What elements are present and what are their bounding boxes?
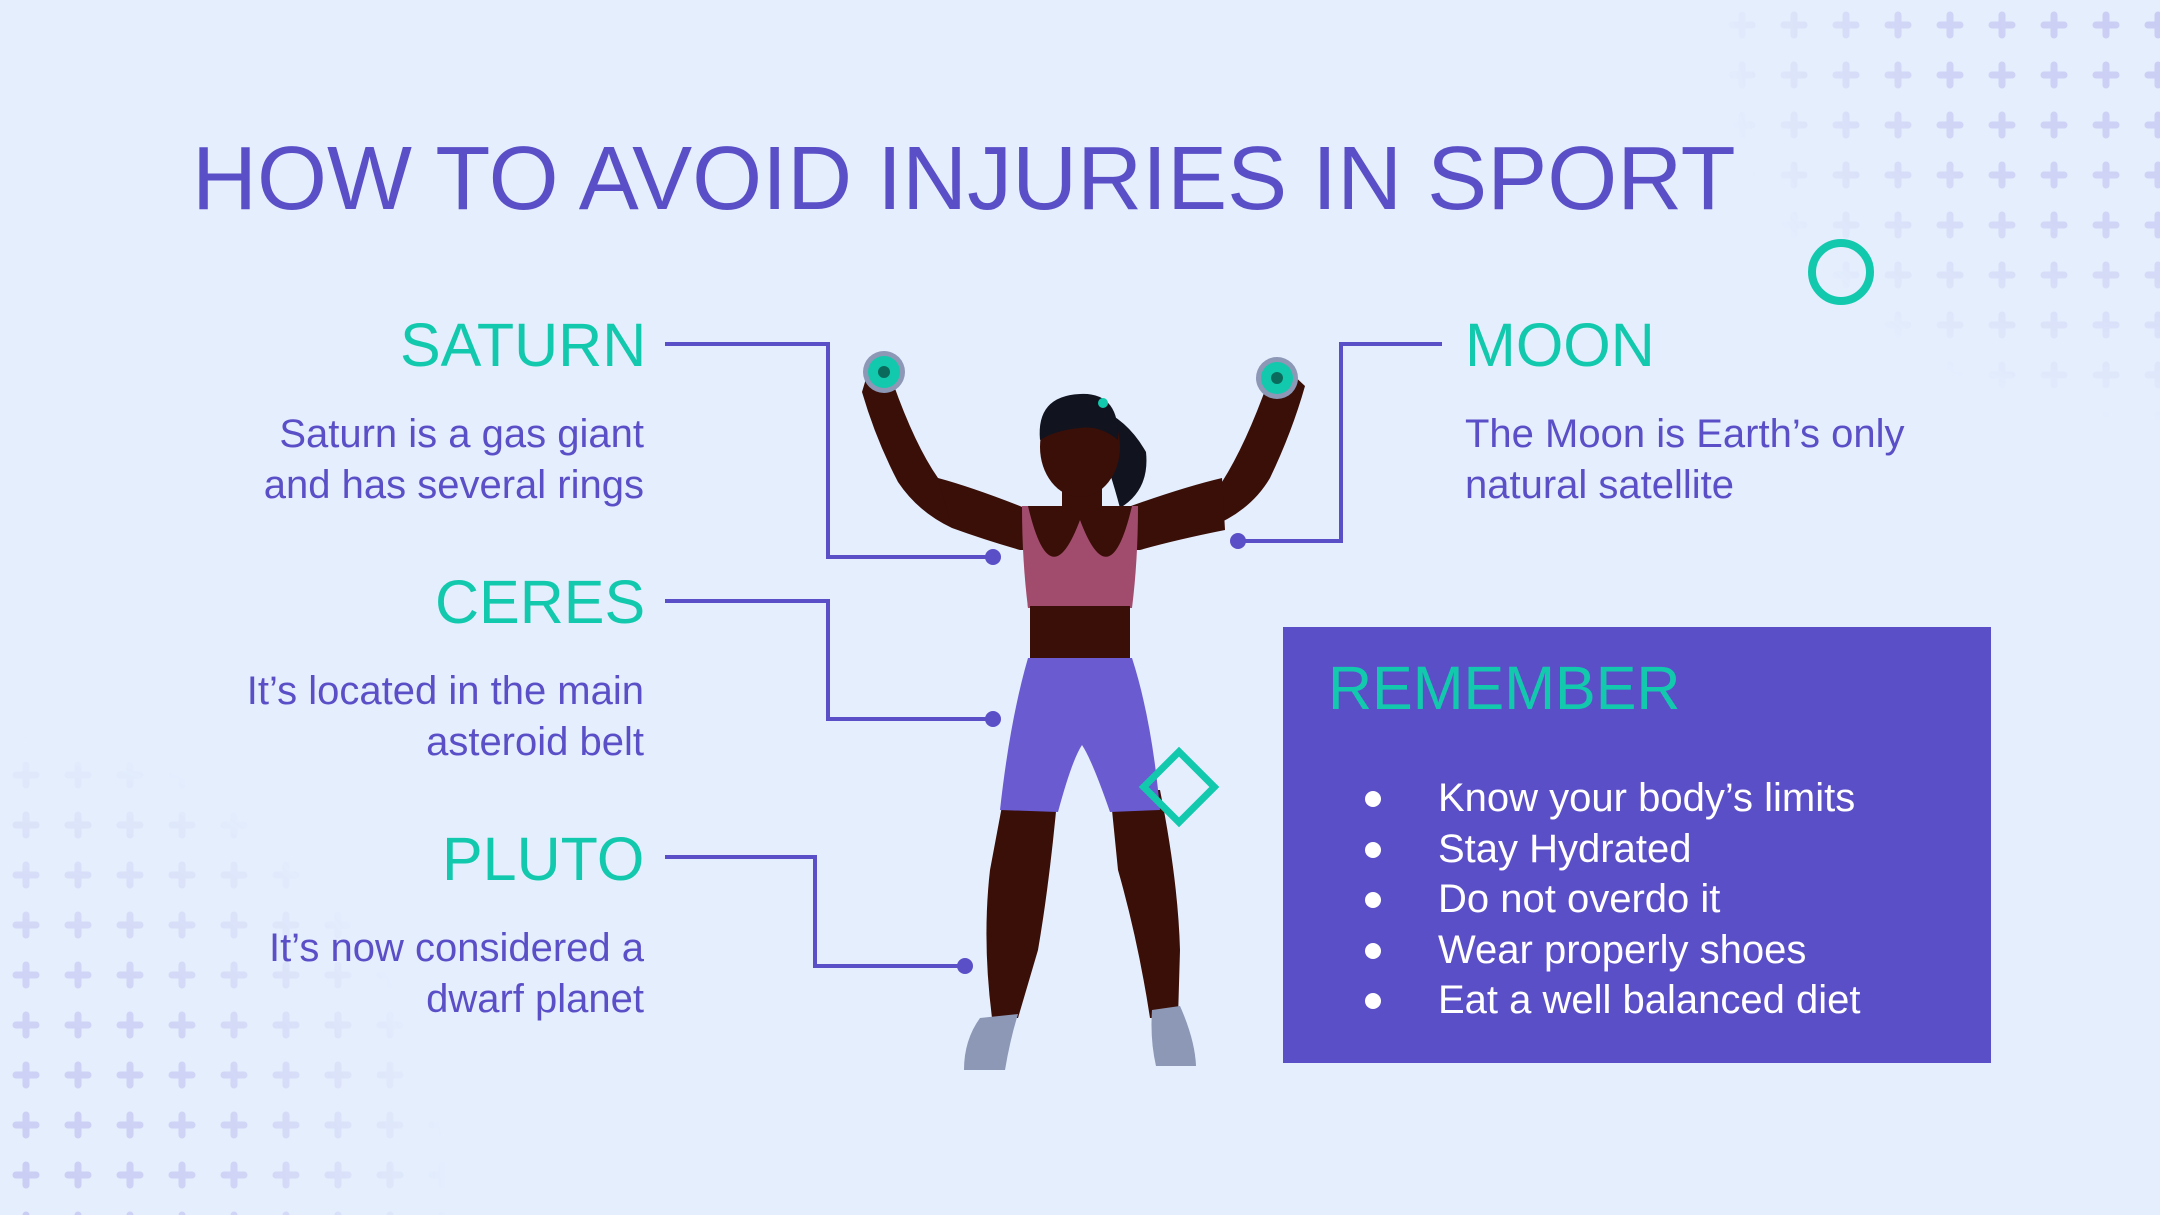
remember-item-text: Stay Hydrated (1438, 826, 1692, 871)
desc-saturn: Saturn is a gas giant and has several ri… (160, 409, 644, 511)
connector-saturn (665, 342, 993, 559)
connector-moon (1238, 342, 1442, 543)
desc-ceres: It’s located in the main asteroid belt (160, 666, 644, 768)
remember-item: Know your body’s limits (1283, 773, 1861, 824)
connector-lines (665, 342, 1442, 968)
bullet-icon (1365, 942, 1381, 959)
page-title: HOW TO AVOID INJURIES IN SPORT (192, 129, 1736, 229)
bullet-icon (1365, 993, 1381, 1009)
remember-list: Know your body’s limits Stay Hydrated Do… (1283, 773, 1861, 1026)
diamond-decoration-icon (1138, 746, 1220, 828)
connector-dot-ceres (985, 711, 1001, 727)
desc-moon-line2: natural satellite (1465, 463, 1735, 507)
desc-ceres-line2: asteroid belt (426, 720, 644, 764)
desc-pluto-line2: dwarf planet (426, 977, 644, 1021)
dumbbell-right-icon (1256, 357, 1298, 399)
desc-ceres-line1: It’s located in the main (246, 669, 644, 713)
desc-moon: The Moon is Earth’s only natural satelli… (1465, 409, 2025, 511)
remember-item: Stay Hydrated (1283, 824, 1861, 875)
remember-item: Do not overdo it (1283, 874, 1861, 925)
remember-item-text: Know your body’s limits (1438, 776, 1856, 820)
heading-saturn: SATURN (400, 311, 647, 379)
ring-decoration-icon (1808, 239, 1874, 305)
remember-box: REMEMBER Know your body’s limits Stay Hy… (1283, 627, 1991, 1063)
athlete-figure (862, 351, 1305, 1070)
remember-item: Wear properly shoes (1283, 925, 1861, 976)
remember-item-text: Do not overdo it (1438, 877, 1721, 921)
desc-saturn-line2: and has several rings (263, 463, 644, 507)
bullet-icon (1365, 791, 1381, 807)
desc-pluto-line1: It’s now considered a (268, 926, 644, 970)
connector-dot-saturn (985, 549, 1001, 565)
remember-item-text: Eat a well balanced diet (1438, 978, 1861, 1022)
connector-dot-moon (1230, 533, 1246, 549)
heading-moon: MOON (1465, 311, 1655, 379)
heading-ceres: CERES (435, 568, 646, 636)
bullet-icon (1365, 892, 1381, 908)
connector-dot-pluto (957, 958, 973, 974)
connector-ceres (665, 599, 993, 721)
desc-pluto: It’s now considered a dwarf planet (160, 923, 644, 1025)
desc-moon-line1: The Moon is Earth’s only (1465, 412, 1905, 456)
remember-title: REMEMBER (1328, 654, 1681, 722)
connector-pluto (665, 855, 965, 968)
remember-item-text: Wear properly shoes (1438, 927, 1807, 972)
desc-saturn-line1: Saturn is a gas giant (279, 412, 644, 456)
dumbbell-left-icon (863, 351, 905, 393)
remember-item: Eat a well balanced diet (1283, 975, 1861, 1026)
heading-pluto: PLUTO (442, 825, 645, 893)
bullet-icon (1365, 841, 1381, 858)
